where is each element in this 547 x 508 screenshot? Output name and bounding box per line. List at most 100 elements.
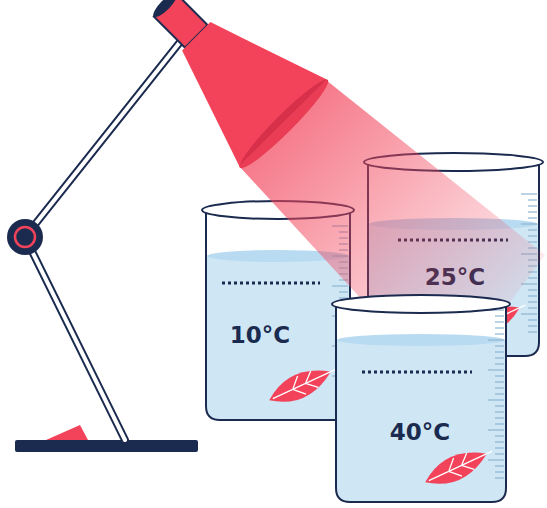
graduation-mark [528, 307, 537, 308]
graduation-mark [495, 435, 504, 436]
graduation-mark [528, 271, 537, 272]
graduation-mark [521, 283, 537, 284]
beaker-rim [364, 153, 543, 171]
graduation-mark [332, 255, 348, 256]
graduation-mark [495, 363, 504, 364]
graduation-mark [495, 387, 504, 388]
graduation-mark [495, 405, 504, 406]
graduation-mark [528, 229, 537, 230]
blank-line [222, 282, 320, 285]
graduation-mark [495, 381, 504, 382]
water-surface [369, 218, 538, 230]
graduation-mark [332, 285, 348, 286]
graduation-mark [521, 193, 537, 194]
graduation-mark [495, 393, 504, 394]
graduation-mark [495, 417, 504, 418]
graduation-mark [528, 301, 537, 302]
beaker-drawing [198, 196, 358, 424]
graduation-mark [528, 199, 537, 200]
graduation-mark [528, 331, 537, 332]
beaker-outline [336, 304, 506, 502]
graduation-mark [339, 249, 348, 250]
graduation-mark [339, 231, 348, 232]
beaker-glass [336, 304, 506, 502]
upper-arm [25, 32, 188, 237]
beaker-rim [332, 295, 510, 313]
leaf [264, 358, 341, 411]
graduation-mark [488, 369, 504, 370]
graduation-mark [528, 325, 537, 326]
lamp-base [15, 440, 198, 452]
temperature-label: 40°C [360, 418, 480, 446]
base-accent [46, 425, 88, 440]
graduation-mark [495, 423, 504, 424]
graduation-mark [495, 321, 504, 322]
temperature-label: 25°C [395, 263, 515, 291]
temperature-label: 10°C [200, 321, 320, 349]
graduation-mark [495, 357, 504, 358]
beaker: 10°C [198, 196, 358, 424]
graduation-mark [488, 339, 504, 340]
blank-line [398, 239, 508, 242]
graduation-mark [495, 315, 504, 316]
graduation-mark [495, 477, 504, 478]
water-surface [337, 334, 505, 346]
lamp-shade [152, 0, 327, 168]
blank-line [362, 371, 472, 374]
graduation-mark [495, 333, 504, 334]
leaf [420, 440, 497, 493]
lamp-head [118, 0, 334, 174]
lower-arm [25, 237, 125, 440]
graduation-mark [495, 441, 504, 442]
graduation-mark [528, 205, 537, 206]
graduation-mark [528, 289, 537, 290]
graduation-mark [339, 267, 348, 268]
beaker: 40°C [328, 290, 514, 506]
lamp-cap [150, 0, 180, 20]
graduation-mark [339, 237, 348, 238]
graduation-mark [495, 351, 504, 352]
graduation-mark [528, 247, 537, 248]
joint-ring [15, 227, 35, 247]
beaker-rim [202, 201, 354, 219]
graduation-mark [528, 319, 537, 320]
graduation-mark [528, 235, 537, 236]
beaker-glass [206, 210, 350, 420]
upper-arm-inner [25, 32, 188, 237]
graduation-mark [521, 313, 537, 314]
water [337, 340, 505, 501]
graduation-mark [339, 243, 348, 244]
graduation-mark [332, 225, 348, 226]
graduation-mark [495, 327, 504, 328]
graduation-mark [339, 291, 348, 292]
beaker-drawing [328, 290, 514, 506]
graduation-mark [528, 241, 537, 242]
graduation-mark [495, 465, 504, 466]
graduation-mark [488, 399, 504, 400]
graduation-mark [528, 259, 537, 260]
beaker-outline [206, 210, 350, 420]
graduation-mark [495, 411, 504, 412]
graduation-mark [339, 273, 348, 274]
graduation-mark [495, 453, 504, 454]
graduation-mark [521, 223, 537, 224]
graduation-mark [339, 279, 348, 280]
water-surface [207, 250, 349, 262]
graduation-mark [521, 253, 537, 254]
arm-joint [7, 219, 43, 255]
graduation-mark [495, 447, 504, 448]
graduation-mark [495, 345, 504, 346]
graduation-mark [528, 217, 537, 218]
graduation-mark [528, 295, 537, 296]
graduation-mark [488, 459, 504, 460]
graduation-mark [528, 277, 537, 278]
lamp-mouth [234, 74, 334, 174]
graduation-mark [495, 471, 504, 472]
graduation-mark [488, 429, 504, 430]
graduation-mark [528, 265, 537, 266]
graduation-mark [339, 261, 348, 262]
graduation-mark [528, 211, 537, 212]
lower-arm-inner [25, 237, 125, 440]
graduation-mark [495, 375, 504, 376]
